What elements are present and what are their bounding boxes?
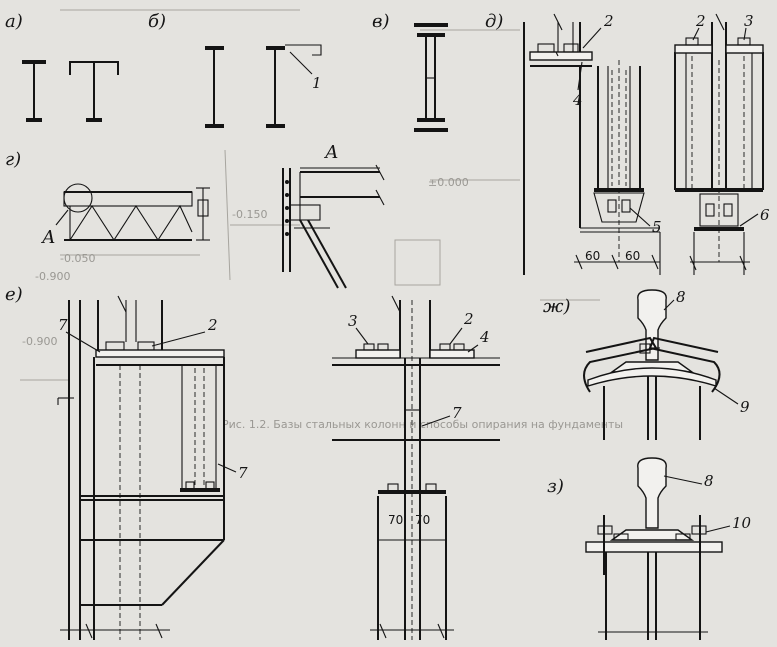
callout-e-2b: 2: [463, 310, 474, 328]
callout-z-10: 10: [732, 514, 752, 532]
callout-e-7a: 7: [58, 316, 68, 334]
panel-v: в): [372, 11, 448, 132]
callout-1: 1: [312, 74, 322, 92]
bg-level-4: -0.050: [60, 252, 95, 265]
callout-e-3: 3: [348, 312, 358, 330]
panel-a: а): [5, 11, 119, 122]
panel-label-b: б): [148, 11, 166, 32]
dim-d-60b: 60: [625, 249, 640, 263]
bg-level-5: -0.900: [22, 335, 57, 348]
callout-zh-8: 8: [676, 288, 686, 306]
bg-level-2: -0.150: [232, 208, 267, 221]
panel-label-zh: ж): [543, 296, 570, 317]
callout-e-7c: 7: [452, 404, 462, 422]
panel-zh: ж) 8 9: [543, 288, 750, 440]
callout-d-2a: 2: [603, 12, 614, 30]
detail-callout-A: А: [40, 227, 56, 248]
panel-d: д) 2 4 5 60 60: [485, 11, 770, 275]
callout-d-5: 5: [652, 218, 662, 236]
panel-label-z: з): [547, 476, 564, 497]
panel-label-d: д): [485, 11, 503, 32]
panel-label-a: а): [5, 11, 23, 32]
dim-e-70b: 70: [415, 513, 430, 527]
bg-level-3: -0.900: [35, 270, 70, 283]
panel-e: е) 7 2 7: [5, 284, 248, 640]
callout-d-3: 3: [744, 12, 754, 30]
panel-b: б) 1: [148, 11, 322, 128]
dim-d-60a: 60: [585, 249, 600, 263]
detail-label-A: А: [323, 142, 339, 163]
callout-e-4: 4: [479, 328, 490, 346]
callout-e-7b: 7: [238, 464, 248, 482]
callout-d-4: 4: [572, 91, 583, 109]
callout-zh-9: 9: [740, 398, 750, 416]
panel-label-v: в): [372, 11, 390, 32]
panel-g: г) А А: [5, 142, 385, 289]
bg-level-1: ±0.000: [428, 176, 469, 189]
callout-z-8: 8: [704, 472, 714, 490]
background-bleedthrough: ±0.000 -0.150 -0.900 -0.050 -0.900 Рис. …: [20, 9, 623, 431]
panel-label-g: г): [5, 149, 21, 170]
panel-e-section: 3 2 4 7 70 70: [332, 295, 500, 640]
panel-label-e: е): [5, 284, 23, 305]
bg-caption: Рис. 1.2. Базы стальных колонн и способы…: [222, 418, 623, 431]
callout-d-2b: 2: [695, 12, 706, 30]
callout-e-2a: 2: [207, 316, 218, 334]
panel-z: з) 8 10: [547, 457, 752, 640]
callout-d-6: 6: [760, 206, 770, 224]
dim-e-70a: 70: [388, 513, 403, 527]
